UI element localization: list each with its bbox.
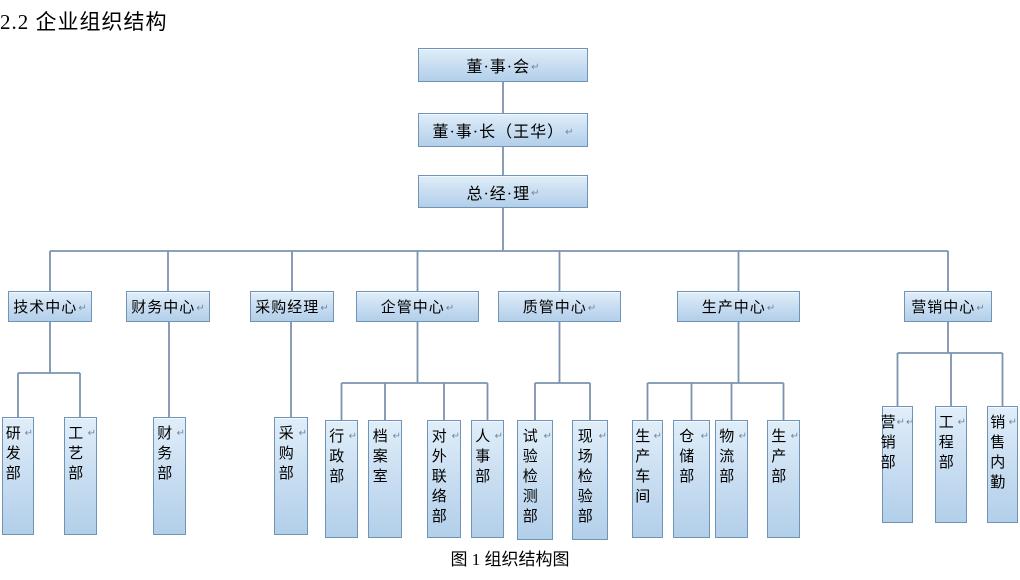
org-node-label: 现场检验部 bbox=[577, 429, 593, 525]
paragraph-mark: ↵ bbox=[598, 431, 607, 442]
paragraph-mark: ↵ bbox=[1008, 417, 1017, 428]
paragraph-mark: ↵ bbox=[700, 431, 709, 442]
org-node-test-inspection-dept[interactable]: 试验检测部 ↵ bbox=[517, 420, 553, 540]
paragraph-mark: ↵ bbox=[790, 431, 799, 442]
paragraph-mark: ↵ bbox=[906, 417, 915, 428]
org-node-sales-support-dept[interactable]: 销售内勤↵ bbox=[987, 406, 1018, 523]
org-node-label: 质管中心 bbox=[522, 300, 587, 316]
paragraph-mark: ↵ bbox=[976, 303, 985, 314]
org-node-board[interactable]: 董·事·会↵ bbox=[418, 48, 588, 82]
org-node-purchasing-manager[interactable]: 采购经理↵ bbox=[250, 291, 334, 322]
section-heading: 2.2 企业组织结构 bbox=[0, 10, 168, 34]
org-node-marketing-dept[interactable]: 营销部↵↵ bbox=[880, 406, 915, 523]
paragraph-mark: ↵ bbox=[445, 303, 455, 314]
org-node-label: 技术中心 bbox=[13, 300, 78, 316]
paragraph-mark: ↵ bbox=[451, 431, 460, 442]
paragraph-mark: ↵ bbox=[24, 428, 33, 439]
org-node-label: 营销部 bbox=[880, 415, 896, 471]
org-node-label: 董·事·长（王华） bbox=[432, 124, 565, 141]
paragraph-mark: ↵ bbox=[78, 303, 87, 314]
org-node-label: 工程部 bbox=[938, 415, 954, 471]
org-node-quality-mgmt-center[interactable]: 质管中心↵ bbox=[498, 291, 621, 322]
org-node-onsite-inspection-dept[interactable]: 现场检验部 ↵ bbox=[572, 420, 608, 540]
paragraph-mark: ↵ bbox=[896, 417, 906, 428]
org-node-admin-dept[interactable]: 行政部↵ bbox=[325, 420, 358, 538]
org-node-label: 试验检测部 bbox=[522, 429, 538, 525]
org-node-chairman[interactable]: 董·事·长（王华）↵ bbox=[418, 113, 588, 147]
paragraph-mark: ↵ bbox=[587, 303, 597, 314]
org-node-label: 董·事·会 bbox=[466, 59, 531, 76]
org-node-label: 研发部 bbox=[5, 426, 21, 482]
org-node-engineering-dept[interactable]: 工程部↵ bbox=[935, 406, 967, 523]
org-node-production-workshop[interactable]: 生产车间↵ bbox=[632, 420, 663, 538]
org-node-process-dept[interactable]: 工艺部↵ bbox=[64, 417, 97, 535]
org-node-production-dept[interactable]: 生产部↵ bbox=[767, 420, 800, 538]
org-node-label: 销售内勤 bbox=[990, 415, 1006, 491]
org-node-rnd-dept[interactable]: 研发部↵ bbox=[2, 417, 34, 535]
org-node-label: 档案室 bbox=[372, 429, 388, 485]
org-node-label: 人事部 bbox=[475, 429, 491, 485]
paragraph-mark: ↵ bbox=[565, 126, 574, 138]
paragraph-mark: ↵ bbox=[298, 428, 307, 439]
org-node-label: 财务部 bbox=[157, 426, 173, 482]
org-node-tech-center[interactable]: 技术中心↵ bbox=[8, 291, 92, 322]
figure-caption: 图 1 组织结构图 bbox=[450, 550, 570, 569]
paragraph-mark: ↵ bbox=[348, 431, 357, 442]
org-node-label: 财务中心 bbox=[131, 300, 196, 316]
paragraph-mark: ↵ bbox=[957, 417, 966, 428]
org-node-finance-center[interactable]: 财务中心↵ bbox=[126, 291, 210, 322]
paragraph-mark: ↵ bbox=[196, 303, 205, 314]
org-node-label: 采购部 bbox=[278, 426, 294, 482]
org-node-warehouse-dept[interactable]: 仓储部 ↵ bbox=[673, 420, 710, 538]
org-node-purchasing-dept[interactable]: 采购部 ↵ bbox=[274, 417, 308, 535]
org-node-label: 企管中心 bbox=[380, 300, 445, 316]
org-node-general-manager[interactable]: 总·经·理↵ bbox=[418, 175, 588, 208]
paragraph-mark: ↵ bbox=[653, 431, 662, 442]
org-node-enterprise-mgmt-center[interactable]: 企管中心↵ bbox=[356, 291, 479, 322]
org-node-label: 生产车间 bbox=[635, 429, 651, 505]
org-node-label: 仓储部 bbox=[679, 429, 695, 485]
org-node-hr-dept[interactable]: 人事部↵ bbox=[471, 420, 504, 538]
org-node-production-center[interactable]: 生产中心↵ bbox=[677, 291, 800, 322]
paragraph-mark: ↵ bbox=[494, 431, 503, 442]
paragraph-mark: ↵ bbox=[176, 428, 185, 439]
org-node-label: 物流部 bbox=[719, 429, 735, 485]
org-node-archives-room[interactable]: 档案室 ↵ bbox=[368, 420, 402, 538]
org-node-label: 行政部 bbox=[329, 429, 345, 485]
paragraph-mark: ↵ bbox=[543, 431, 552, 442]
org-node-logistics-dept[interactable]: 物流部↵ bbox=[715, 420, 748, 538]
paragraph-mark: ↵ bbox=[531, 188, 540, 199]
paragraph-mark: ↵ bbox=[320, 303, 329, 314]
org-node-marketing-center[interactable]: 营销中心↵ bbox=[904, 291, 992, 322]
org-node-label: 生产部 bbox=[771, 429, 787, 485]
org-node-external-liaison-dept[interactable]: 对外联络部 ↵ bbox=[427, 420, 461, 538]
org-node-label: 工艺部 bbox=[68, 426, 84, 482]
paragraph-mark: ↵ bbox=[87, 428, 96, 439]
org-node-label: 营销中心 bbox=[911, 300, 976, 316]
org-node-label: 生产中心 bbox=[701, 300, 766, 316]
paragraph-mark: ↵ bbox=[392, 431, 401, 442]
paragraph-mark: ↵ bbox=[738, 431, 747, 442]
org-node-label: 总·经·理 bbox=[466, 185, 531, 203]
org-node-finance-dept[interactable]: 财务部↵ bbox=[153, 417, 186, 535]
paragraph-mark: ↵ bbox=[766, 303, 776, 314]
org-node-label: 采购经理 bbox=[255, 300, 320, 316]
org-node-label: 对外联络部 bbox=[431, 429, 447, 525]
paragraph-mark: ↵ bbox=[531, 61, 540, 73]
